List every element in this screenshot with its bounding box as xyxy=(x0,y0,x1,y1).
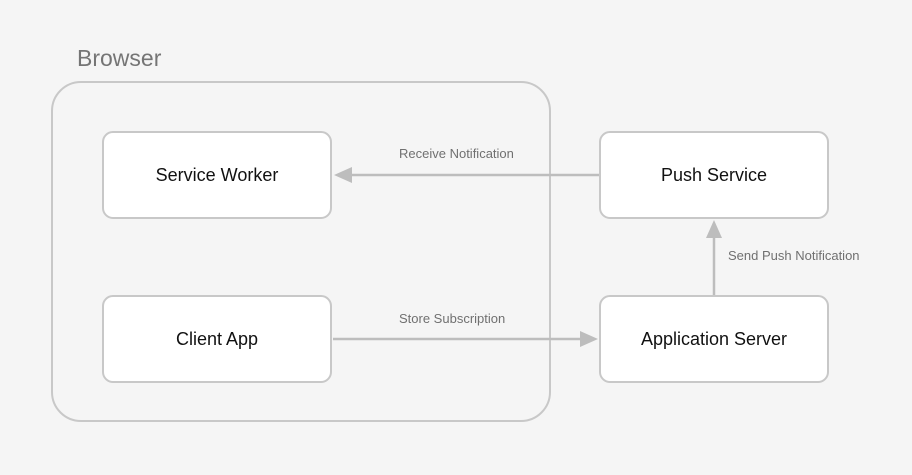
application-server-node: Application Server xyxy=(599,295,829,383)
service-worker-node: Service Worker xyxy=(102,131,332,219)
browser-group-frame xyxy=(51,81,551,422)
edge-receive-notification-arrowhead xyxy=(334,167,352,183)
service-worker-label: Service Worker xyxy=(155,164,279,185)
client-app-node: Client App xyxy=(102,295,332,383)
client-app-label: Client App xyxy=(175,328,259,349)
browser-group-label: Browser xyxy=(77,45,162,71)
edge-send-push-arrowhead xyxy=(706,220,722,238)
application-server-label: Application Server xyxy=(640,328,788,349)
edge-label-send-push-notification: Send Push Notification xyxy=(728,248,860,263)
push-service-node: Push Service xyxy=(599,131,829,219)
edge-label-receive-notification: Receive Notification xyxy=(399,146,514,161)
edge-store-subscription-arrowhead xyxy=(580,331,598,347)
push-service-label: Push Service xyxy=(660,164,768,185)
edge-label-store-subscription: Store Subscription xyxy=(399,311,506,326)
